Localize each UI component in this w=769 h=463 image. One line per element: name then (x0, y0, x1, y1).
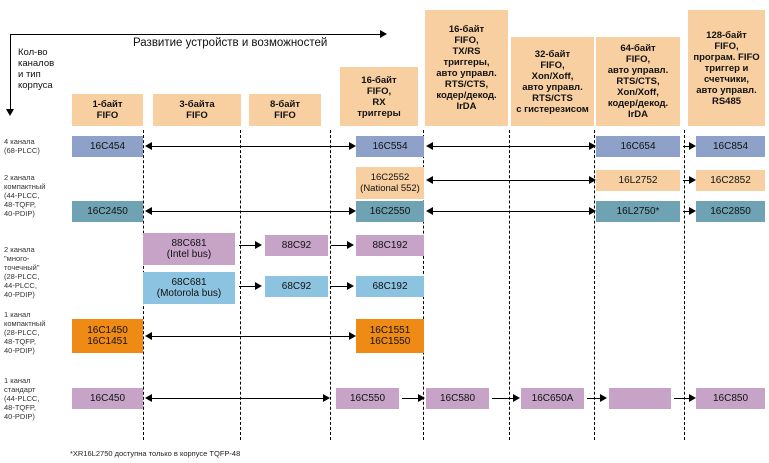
arrowhead-left (426, 142, 433, 150)
arrowhead-right (589, 142, 596, 150)
arrowhead-left (145, 142, 152, 150)
chip-68c192: 68C192 (356, 276, 424, 297)
chip-16c454: 16C454 (72, 136, 143, 157)
row-label-dual-compatible: 2 канала компактный (44-PLCC, 48-TQFP, 4… (4, 173, 46, 218)
column-divider-3 (330, 130, 331, 440)
arrow-16c2450-16c2550 (147, 211, 353, 212)
top-arrow-head (380, 30, 387, 38)
arrow-16c650a-next (587, 398, 603, 399)
top-arrow-line (10, 34, 382, 35)
arrowhead-right (589, 176, 596, 184)
row-label-single-standard: 1 канал стандарт (44-PLCC, 48-TQFP, 40-P… (4, 376, 40, 421)
header-3byte-fifo: 3-байта FIFO (153, 94, 241, 126)
arrowhead-right (418, 394, 425, 402)
chip-16c2850: 16C2850 (696, 201, 765, 222)
diagram-title: Развитие устройств и возможностей (133, 37, 328, 49)
arrowhead-right (347, 282, 354, 290)
arrow-16c654-16c854 (683, 146, 692, 147)
arrow-16l2752-16c2852 (683, 180, 692, 181)
row-label-quad: 4 канала (68-PLCC) (4, 137, 40, 155)
arrowhead-right (589, 207, 596, 215)
chip-blank (609, 388, 671, 409)
arrowhead-right (349, 142, 356, 150)
header-16byte-txrs: 16-байт FIFO, TX/RS триггеры, авто управ… (425, 10, 508, 126)
arrowhead-left (426, 207, 433, 215)
arrowhead-right (323, 394, 330, 402)
chip-16c850: 16C850 (696, 388, 765, 409)
arrow-16l2750-16c2850 (683, 211, 692, 212)
header-1byte-fifo: 1-байт FIFO (72, 94, 143, 126)
column-divider-5 (509, 130, 510, 440)
header-64byte: 64-байт FIFO, авто управл. RTS/CTS, Xon/… (596, 37, 680, 126)
arrowhead-right (689, 394, 696, 402)
left-arrow-line (10, 34, 11, 111)
chip-88c192: 88C192 (356, 235, 424, 256)
chip-88c681: 88C681 (Intel bus) (143, 233, 235, 265)
arrow-16c580-16c650a (492, 398, 516, 399)
arrow-68c681-68c92 (239, 286, 258, 287)
arrowhead-right (689, 142, 696, 150)
chip-16c2450: 16C2450 (72, 201, 143, 222)
arrow-16c554-16c654 (428, 146, 593, 147)
arrow-16c550-16c580 (402, 398, 421, 399)
chip-16c580: 16C580 (426, 388, 489, 409)
chip-16c1450: 16C1450 16C1451 (72, 319, 143, 353)
chip-16c2550: 16C2550 (356, 201, 424, 222)
chip-16l2750: 16L2750* (596, 201, 680, 222)
chip-16c2852: 16C2852 (696, 170, 765, 191)
header-32byte: 32-байт FIFO, Xon/Xoff, авто управл. RTS… (511, 37, 594, 126)
chip-16c650a: 16C650A (521, 388, 584, 409)
header-8byte-fifo: 8-байт FIFO (249, 94, 321, 126)
arrowhead-right (255, 282, 262, 290)
arrowhead-left (145, 332, 152, 340)
arrowhead-left (145, 207, 152, 215)
arrowhead-right (600, 394, 607, 402)
arrowhead-left (145, 394, 152, 402)
column-divider-2 (240, 130, 241, 440)
arrowhead-right (689, 176, 696, 184)
corner-label: Кол-во каналов и тип корпуса (18, 47, 55, 91)
chip-16l2752: 16L2752 (596, 170, 680, 191)
arrow-16c1450-16c1551 (147, 336, 353, 337)
header-16byte-rx: 16-байт FIFO, RX триггеры (340, 67, 418, 126)
chip-16c554: 16C554 (356, 136, 424, 157)
column-divider-6 (594, 130, 595, 440)
arrow-88c92-88c192 (331, 245, 350, 246)
arrowhead-right (349, 207, 356, 215)
row-label-single-compatible: 1 канал компактный (28-PLCC, 48-TQFP, 40… (4, 310, 46, 355)
arrow-16c454-16c554 (147, 146, 353, 147)
header-128byte: 128-байт FIFO, програм. FIFO триггер и с… (688, 10, 765, 126)
footnote: *XR16L2750 доступна только в корпусе TQF… (70, 449, 241, 458)
chip-16c1551: 16C1551 16C1550 (356, 319, 424, 353)
chip-16c654: 16C654 (596, 136, 680, 157)
chip-16c550: 16C550 (336, 388, 399, 409)
arrowhead-right (689, 207, 696, 215)
chip-16c854: 16C854 (696, 136, 765, 157)
arrow-68c92-68c192 (331, 286, 350, 287)
column-divider-7 (684, 130, 685, 440)
arrow-16c2550-16l2750 (428, 211, 593, 212)
arrowhead-left (426, 176, 433, 184)
chip-68c92: 68C92 (265, 276, 328, 297)
chip-16c2552: 16C2552 (National 552) (356, 167, 424, 199)
row-label-dual-multidrop: 2 канала "много- точечный" (28-PLCC, 44-… (4, 245, 40, 299)
arrow-to-16c850 (674, 398, 692, 399)
arrow-16c2552-16l2752 (428, 180, 593, 181)
arrow-88c681-88c92 (239, 245, 258, 246)
arrow-16c450-16c550 (147, 398, 327, 399)
arrowhead-right (255, 241, 262, 249)
chip-16c450: 16C450 (72, 388, 143, 409)
arrowhead-right (349, 332, 356, 340)
chip-68c681: 68C681 (Motorola bus) (143, 272, 235, 304)
chip-88c92: 88C92 (265, 235, 328, 256)
left-arrow-head (6, 109, 14, 116)
arrowhead-right (513, 394, 520, 402)
arrowhead-right (347, 241, 354, 249)
